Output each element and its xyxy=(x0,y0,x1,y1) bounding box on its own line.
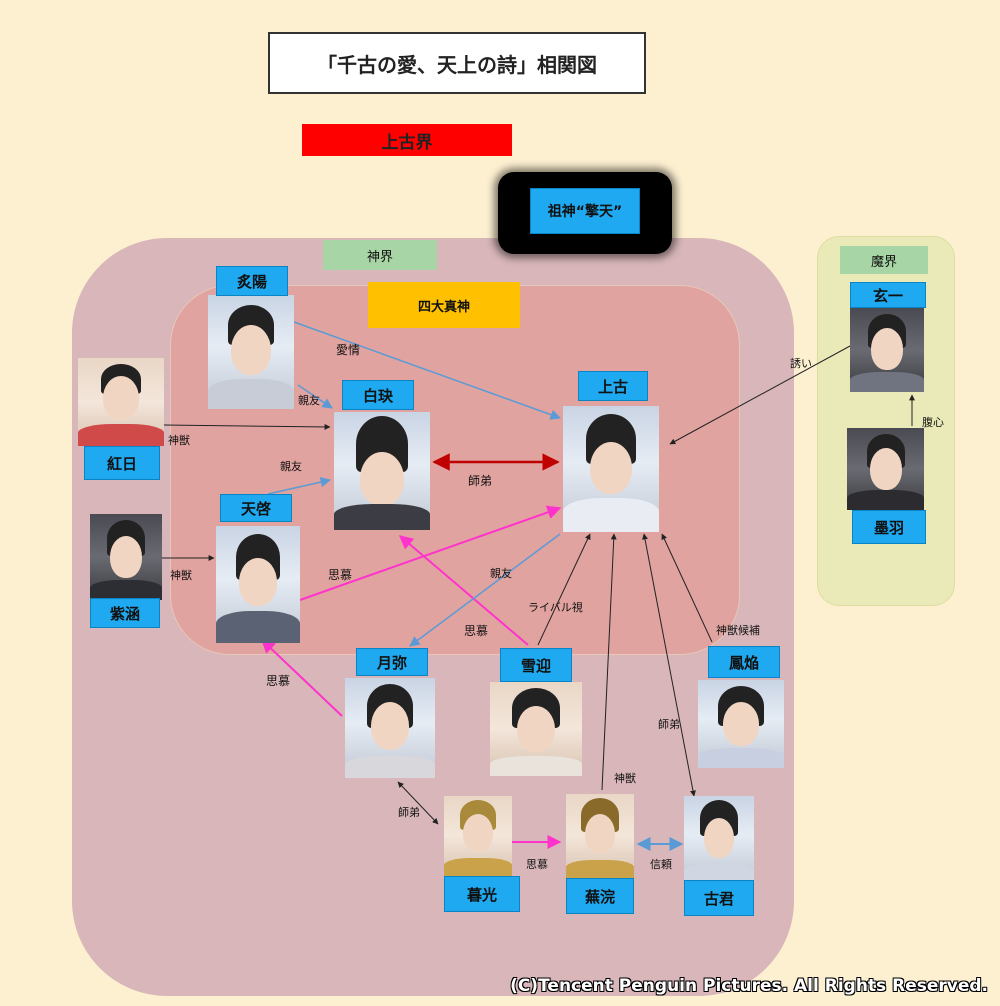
portrait-zihan xyxy=(90,514,162,600)
portrait-muguang xyxy=(444,796,512,876)
arrow-longing-yuemi xyxy=(260,639,343,717)
arrow-rival xyxy=(537,533,591,646)
portrait-shanggu xyxy=(563,406,659,532)
label-beast-candidate: 神獣候補 xyxy=(716,624,760,637)
label-beast-3: 神獣 xyxy=(614,772,636,785)
arrow-friend-tianqi-baijue xyxy=(267,476,332,495)
arrow-beast-candidate xyxy=(661,533,713,643)
arrow-longing-xueying xyxy=(398,535,529,646)
label-lure: 誘い xyxy=(790,357,812,370)
name-fengyan: 鳳焔 xyxy=(708,646,780,678)
arrow-beast-hongri xyxy=(163,423,331,430)
label-longing-4: 思慕 xyxy=(526,858,548,871)
portrait-yuemi xyxy=(345,678,435,778)
label-friend-2: 親友 xyxy=(280,460,302,473)
name-wuhuan: 蕪浣 xyxy=(566,878,634,914)
label-disciple-2: 師弟 xyxy=(658,718,680,731)
arrow-love xyxy=(293,321,561,420)
name-hongri: 紅日 xyxy=(84,446,160,480)
portrait-wuhuan xyxy=(566,794,634,878)
label-love: 愛情 xyxy=(336,343,361,357)
name-muguang: 暮光 xyxy=(444,876,520,912)
copyright-notice: (C)Tencent Penguin Pictures. All Rights … xyxy=(510,976,988,996)
arrow-friend-zhiyang-baijue xyxy=(297,384,333,409)
portrait-xuanyi xyxy=(850,308,924,392)
name-yuemi: 月弥 xyxy=(356,648,428,676)
label-trust: 信頼 xyxy=(650,858,672,871)
portrait-hongri xyxy=(78,358,164,446)
arrow-disciple-gujun xyxy=(642,533,696,797)
portrait-fengyan xyxy=(698,680,784,768)
label-rival: ライバル視 xyxy=(528,601,583,614)
portrait-baijue xyxy=(334,412,430,530)
portrait-zhiyang xyxy=(208,295,294,409)
name-moyu: 墨羽 xyxy=(852,510,926,544)
portrait-tianqi xyxy=(216,526,300,643)
label-disciple-sibling: 師弟 xyxy=(468,474,493,488)
portrait-xueying xyxy=(490,682,582,776)
name-gujun: 古君 xyxy=(684,880,754,916)
name-shanggu: 上古 xyxy=(578,371,648,401)
arrow-beast-wuhuan xyxy=(601,533,617,791)
name-xuanyi: 玄一 xyxy=(850,282,926,308)
label-trusted-aide: 腹心 xyxy=(922,416,944,429)
arrow-lure xyxy=(669,345,851,445)
portrait-gujun xyxy=(684,796,754,882)
label-beast-1: 神獣 xyxy=(168,434,190,447)
name-baijue: 白玦 xyxy=(342,380,414,410)
label-beast-2: 神獣 xyxy=(170,569,192,582)
four-gods-tag: 四大真神 xyxy=(368,282,520,328)
label-longing-1: 思慕 xyxy=(328,568,353,582)
label-longing-3: 思慕 xyxy=(266,674,291,688)
arrow-friend-shanggu-yuemi xyxy=(409,533,561,647)
arrow-disciple-yuemi-muguang xyxy=(397,781,439,825)
label-disciple-3: 師弟 xyxy=(398,806,420,819)
arrow-longing-tianqi xyxy=(299,505,562,601)
name-zhiyang: 炙陽 xyxy=(216,266,288,296)
ancestor-label: 祖神“擎天” xyxy=(530,188,640,234)
label-friend-3: 親友 xyxy=(490,567,512,580)
demon-realm-tag: 魔界 xyxy=(840,246,928,274)
god-realm-tag: 神界 xyxy=(323,240,437,270)
diagram-title: 「千古の愛、天上の詩」相関図 xyxy=(268,32,646,94)
name-zihan: 紫涵 xyxy=(90,598,160,628)
label-friend-1: 親友 xyxy=(298,394,320,407)
label-longing-2: 思慕 xyxy=(464,624,489,638)
name-xueying: 雪迎 xyxy=(500,648,572,682)
name-tianqi: 天啓 xyxy=(220,494,292,522)
upper-realm-banner: 上古界 xyxy=(302,124,512,156)
portrait-moyu xyxy=(847,428,924,510)
